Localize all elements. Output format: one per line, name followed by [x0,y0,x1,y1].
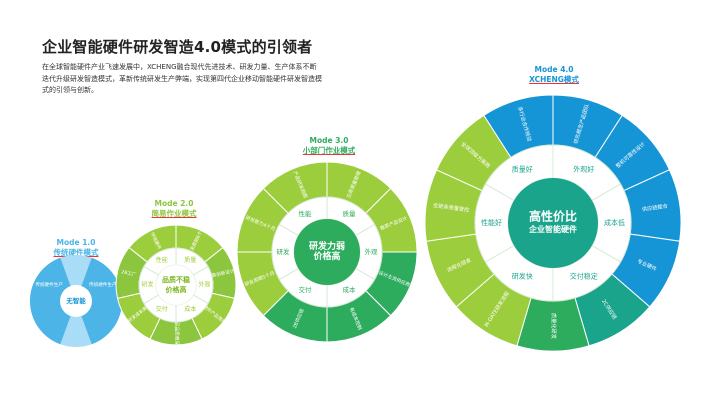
mode-2-center-text: 价格高 [166,285,187,294]
mode-4-inner-label: 质量好 [512,165,533,174]
mode-2-label: Mode 2.0 简易作业模式 [151,199,197,218]
mode-3-center-text: 研发力弱 [309,240,345,252]
mode-3-center-disk [294,219,360,285]
mode-1-sector [76,257,123,345]
mode-4-inner-divider [591,245,621,263]
mode-3-inner-label: 外观 [365,247,379,256]
mode-4-center-text: 企业智能硬件 [528,224,577,234]
mode-3-inner-segment [278,196,328,237]
mode-3-inner-label: 研发 [277,247,291,256]
mode-4-center-disk [508,178,598,268]
mode-4-inner-label: 交付稳定 [570,271,598,280]
page-description: 在全球智能硬件产业飞速发展中，XCHENG融合现代先进技术、研发力量、生产体系不… [42,63,322,94]
mode-2-center-disk [156,265,196,305]
mode-4-center-text: 高性价比 [529,209,577,224]
mode-1-outer-label: 传统硬件生产 [89,281,117,288]
mode-4-inner-divider [591,183,621,201]
mode-2-outer-label: 2B工厂 [121,269,138,278]
mode-4-inner-label: 研发快 [512,271,533,280]
mode-4-inner-divider [485,245,515,263]
mode-4-outer-label: 质量化研发 [550,313,558,339]
mode-4-label: Mode 4.0 XCHENG模式 [529,65,579,84]
page-title: 企业智能硬件研发智造4.0模式的引领者 [42,38,313,56]
mode-1-label: Mode 1.0 传统硬件模式 [53,238,99,257]
mode-3-center-text: 价格高 [313,250,340,262]
mode-2-inner-label: 质量 [184,256,196,264]
mode-1-center-disk [60,285,92,317]
mode-4-inner-label: 成本低 [604,218,625,227]
mode-4-inner-divider [485,183,515,201]
mode-3-inner-label: 交付 [299,285,313,294]
mode-2-center-text: 品质不稳 [162,275,190,284]
mode-4-outer-label: 供应链整合 [641,201,669,213]
mode-3-inner-label: 成本 [343,285,357,294]
mode-3-label: Mode 3.0 小部门作业模式 [302,136,356,155]
mode-2-inner-label: 交付 [156,305,168,313]
mode-1-outer-label: 传统硬件生产 [35,281,63,288]
mode-3-inner-label: 性能 [299,209,313,218]
mode-4-inner-label: 外观好 [573,165,594,174]
mode-2-inner-label: 研发 [141,281,153,289]
mode-1-center-text: 无智能 [65,296,86,305]
mode-2-inner-label: 外观 [198,281,210,289]
mode-2-inner-label: 性能 [156,256,168,264]
mode-2-inner-label: 成本 [184,305,196,313]
mode-4-inner-label: 性能好 [481,218,502,227]
mode-3-inner-label: 质量 [343,209,357,218]
mode-1-sector [29,257,77,345]
mode-2-outer-label: 产品品质难保证 [174,317,181,350]
